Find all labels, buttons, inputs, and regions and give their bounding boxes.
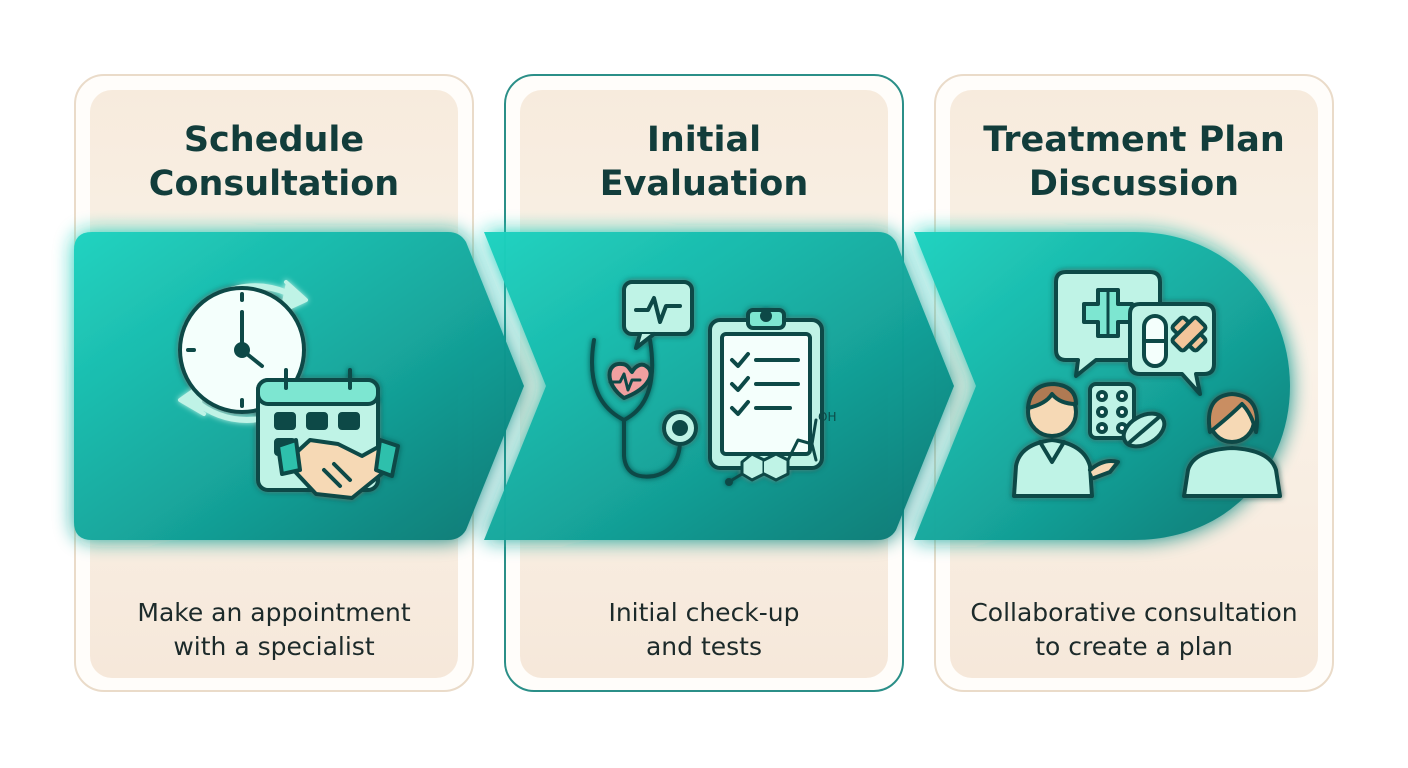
doctor-patient-consultation-icon	[1012, 270, 1282, 498]
step-description-evaluation: Initial check-up and tests	[608, 598, 800, 661]
step-description-schedule: Make an appointment with a specialist	[137, 598, 411, 661]
clock-calendar-handshake-icon	[178, 280, 400, 500]
molecule-oh-label: OH	[818, 410, 836, 424]
step-title-treatment: Treatment Plan Discussion	[983, 120, 1285, 204]
step-title-evaluation: Initial Evaluation	[599, 120, 809, 204]
stethoscope-clipboard-icon	[590, 280, 824, 486]
step-title-schedule: Schedule Consultation	[148, 120, 400, 204]
step-description-treatment: Collaborative consultation to create a p…	[970, 598, 1298, 661]
